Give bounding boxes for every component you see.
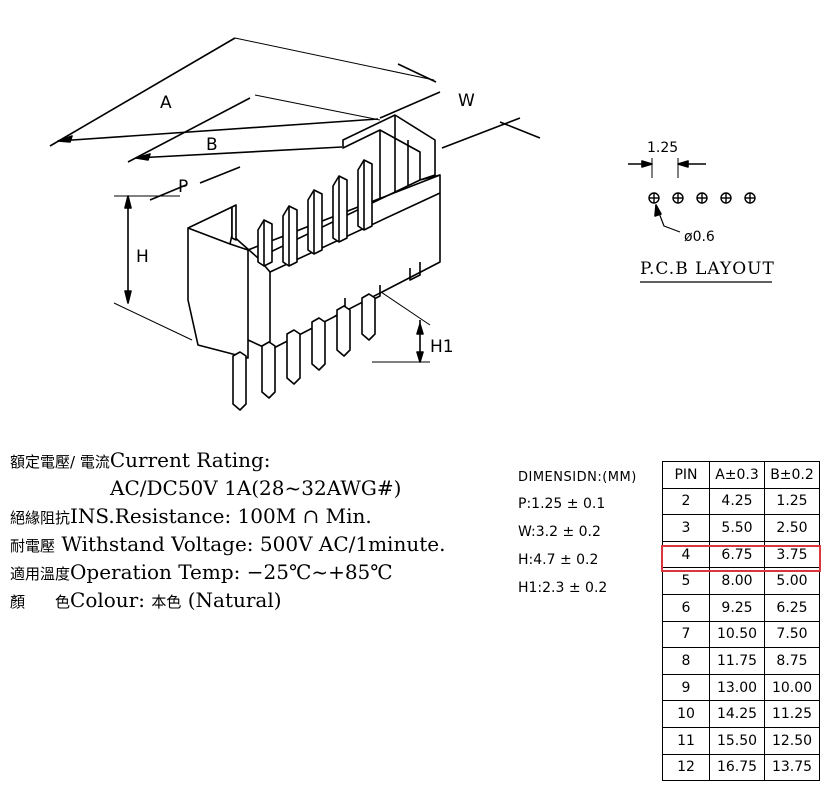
- cell-a: 4.25: [709, 487, 765, 516]
- spec-colour-en: Colour:: [70, 588, 152, 612]
- dimension-w: W: [379, 63, 541, 149]
- dimension-b: B: [127, 97, 343, 163]
- label-w: W: [458, 91, 475, 111]
- cell-b: 7.50: [764, 620, 820, 649]
- label-h1: H1: [430, 337, 454, 357]
- spec-insulation: 絕緣阻抗INS.Resistance: 100M ∩ Min.: [10, 502, 515, 530]
- spec-current-value: AC/DC50V 1A(28~32AWG#): [110, 476, 402, 500]
- dimensions-header: DIMENSIDN:(MM): [518, 470, 637, 485]
- specifications: 額定電壓/ 電流Current Rating: AC/DC50V 1A(28~3…: [10, 446, 515, 614]
- pcb-layout: 1.25 ø0.6 P.C.B LAYOUT: [628, 140, 775, 283]
- pcb-hole-label: ø0.6: [684, 229, 715, 245]
- cell-b: 2.50: [764, 514, 820, 542]
- pcb-pitch-label: 1.25: [647, 140, 678, 156]
- spec-current-value-line: AC/DC50V 1A(28~32AWG#): [10, 474, 515, 502]
- cell-b: 10.00: [764, 673, 820, 702]
- cell-a: 9.25: [709, 593, 765, 622]
- dimension-item: W:3.2 ± 0.2: [518, 524, 601, 540]
- connector-housing: [187, 114, 441, 359]
- cell-pin: 7: [662, 620, 710, 649]
- cell-b: 5.00: [764, 567, 820, 595]
- spec-withstand-cn: 耐電壓: [10, 537, 56, 555]
- cell-b: 13.75: [764, 753, 820, 782]
- spec-colour-cn: 顏 色: [10, 593, 71, 611]
- cell-b: 8.75: [764, 647, 820, 675]
- dimension-a: A: [49, 37, 435, 147]
- cell-pin: 4: [662, 540, 710, 569]
- dimension-item: H:4.7 ± 0.2: [518, 552, 599, 568]
- label-a: A: [160, 93, 172, 113]
- cell-a: 11.75: [709, 647, 765, 675]
- cell-a: 6.75: [709, 540, 765, 569]
- header-a: A±0.3: [709, 461, 765, 489]
- cell-pin: 10: [662, 700, 710, 728]
- header-b: B±0.2: [764, 461, 820, 489]
- label-p: P: [178, 177, 188, 197]
- cell-pin: 3: [662, 514, 710, 542]
- dimension-item: H1:2.3 ± 0.2: [518, 580, 608, 596]
- cell-pin: 11: [662, 726, 710, 755]
- header-pin: PIN: [662, 461, 710, 489]
- cell-a: 10.50: [709, 620, 765, 649]
- spec-withstand-en: Withstand Voltage: 500V AC/1minute.: [61, 532, 446, 556]
- spec-current: 額定電壓/ 電流Current Rating:: [10, 446, 515, 474]
- dimension-item: P:1.25 ± 0.1: [518, 496, 606, 512]
- spec-temp-cn: 適用溫度: [10, 565, 71, 583]
- spec-temp-en: Operation Temp: −25℃~+85℃: [70, 560, 393, 584]
- spec-colour-value-cn: 本色: [151, 593, 182, 611]
- cell-a: 15.50: [709, 726, 765, 755]
- connector-drawing: A B P H W H1: [49, 37, 775, 411]
- cell-pin: 5: [662, 567, 710, 595]
- spec-current-cn: 額定電壓/ 電流: [10, 453, 110, 471]
- cell-a: 16.75: [709, 753, 765, 782]
- spec-current-en: Current Rating:: [109, 448, 271, 472]
- dimensions-list: DIMENSIDN:(MM) P:1.25 ± 0.1 W:3.2 ± 0.2 …: [518, 466, 658, 602]
- cell-pin: 12: [662, 753, 710, 782]
- spec-withstand: 耐電壓 Withstand Voltage: 500V AC/1minute.: [10, 530, 515, 558]
- cell-pin: 2: [662, 487, 710, 516]
- cell-a: 13.00: [709, 673, 765, 702]
- pcb-title: P.C.B LAYOUT: [640, 259, 775, 279]
- label-b: B: [206, 135, 218, 155]
- cell-b: 6.25: [764, 593, 820, 622]
- spec-temp: 適用溫度Operation Temp: −25℃~+85℃: [10, 558, 515, 586]
- spec-insulation-cn: 絕緣阻抗: [10, 509, 71, 527]
- cell-b: 12.50: [764, 726, 820, 755]
- connector-pins: [257, 159, 373, 267]
- cell-a: 14.25: [709, 700, 765, 728]
- dimension-p: P: [149, 166, 241, 201]
- cell-b: 3.75: [764, 540, 820, 569]
- spec-colour: 顏 色Colour: 本色 (Natural): [10, 586, 515, 614]
- dimension-h: H: [113, 195, 193, 341]
- cell-a: 5.50: [709, 514, 765, 542]
- label-h: H: [136, 247, 149, 267]
- dimension-h1: H1: [372, 289, 454, 363]
- cell-b: 1.25: [764, 487, 820, 516]
- connector-leads: [232, 293, 376, 411]
- spec-insulation-en: INS.Resistance: 100M ∩ Min.: [70, 504, 372, 528]
- spec-colour-value-en: (Natural): [181, 588, 282, 612]
- pin-table-header: PIN A±0.3 B±0.2: [662, 461, 820, 489]
- cell-a: 8.00: [709, 567, 765, 595]
- cell-pin: 9: [662, 673, 710, 702]
- cell-b: 11.25: [764, 700, 820, 728]
- cell-pin: 6: [662, 593, 710, 622]
- cell-pin: 8: [662, 647, 710, 675]
